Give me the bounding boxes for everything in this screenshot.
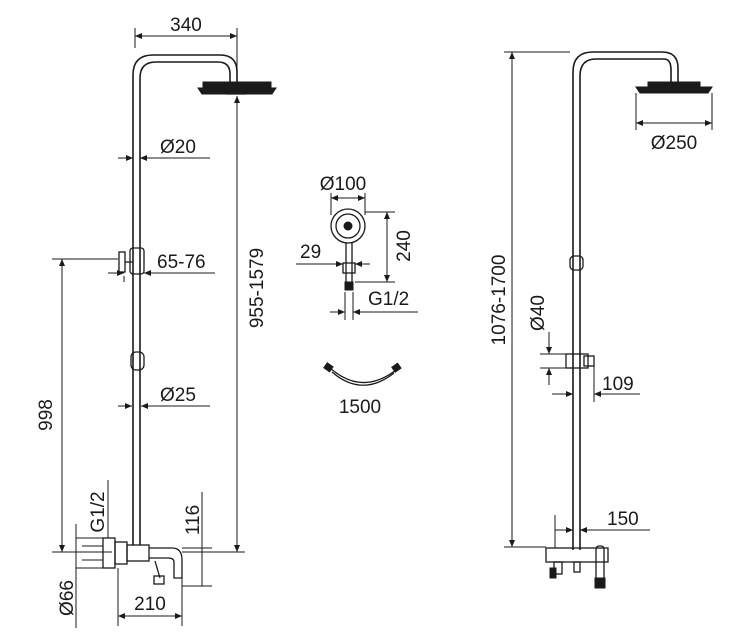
- dim-right-height-range: 1076-1700: [489, 255, 510, 346]
- dim-hand-head: Ø100: [320, 174, 366, 195]
- right-joint: [569, 255, 584, 271]
- right-dimensions: Ø250 1076-1700 Ø40 109 150: [489, 51, 713, 548]
- hose-length: 1500: [339, 397, 381, 418]
- dim-cover: Ø66: [57, 580, 78, 616]
- dim-right-mixer: 150: [607, 509, 639, 530]
- left-slider: [130, 351, 145, 371]
- dim-hand-length: 240: [394, 230, 415, 262]
- dim-arm: 340: [170, 15, 202, 36]
- dim-right-pipe: Ø40: [528, 295, 549, 331]
- dim-hand-handle: 29: [300, 242, 321, 263]
- dim-height: 998: [36, 399, 57, 431]
- dim-height-range: 955-1579: [247, 248, 268, 328]
- right-mixer: [545, 545, 609, 589]
- hand-shower: [330, 208, 366, 291]
- dim-spout: 210: [134, 594, 166, 615]
- right-holder: [565, 353, 595, 369]
- dim-hand-thread: G1/2: [368, 289, 409, 310]
- left-dimensions: 340 Ø20 65-76 Ø25 955-1579 998 G1/2: [36, 15, 268, 628]
- dim-inlet: G1/2: [88, 491, 109, 532]
- dim-right-holder: 109: [602, 374, 634, 395]
- left-mixer: [102, 537, 183, 585]
- hose: 1500: [323, 362, 402, 418]
- dim-bracket: 65-76: [157, 252, 206, 273]
- dim-right-head: Ø250: [651, 133, 697, 154]
- right-shower-column: [545, 51, 713, 589]
- dim-pipe-top: Ø20: [160, 137, 196, 158]
- right-rain-head: [635, 81, 713, 94]
- left-rain-head: [197, 81, 277, 95]
- left-shower-column: [102, 54, 277, 585]
- hand-shower-dimensions: Ø100 240 29 G1/2: [296, 174, 418, 320]
- dim-spout-height: 116: [183, 505, 204, 535]
- dim-pipe-lower: Ø25: [160, 385, 196, 406]
